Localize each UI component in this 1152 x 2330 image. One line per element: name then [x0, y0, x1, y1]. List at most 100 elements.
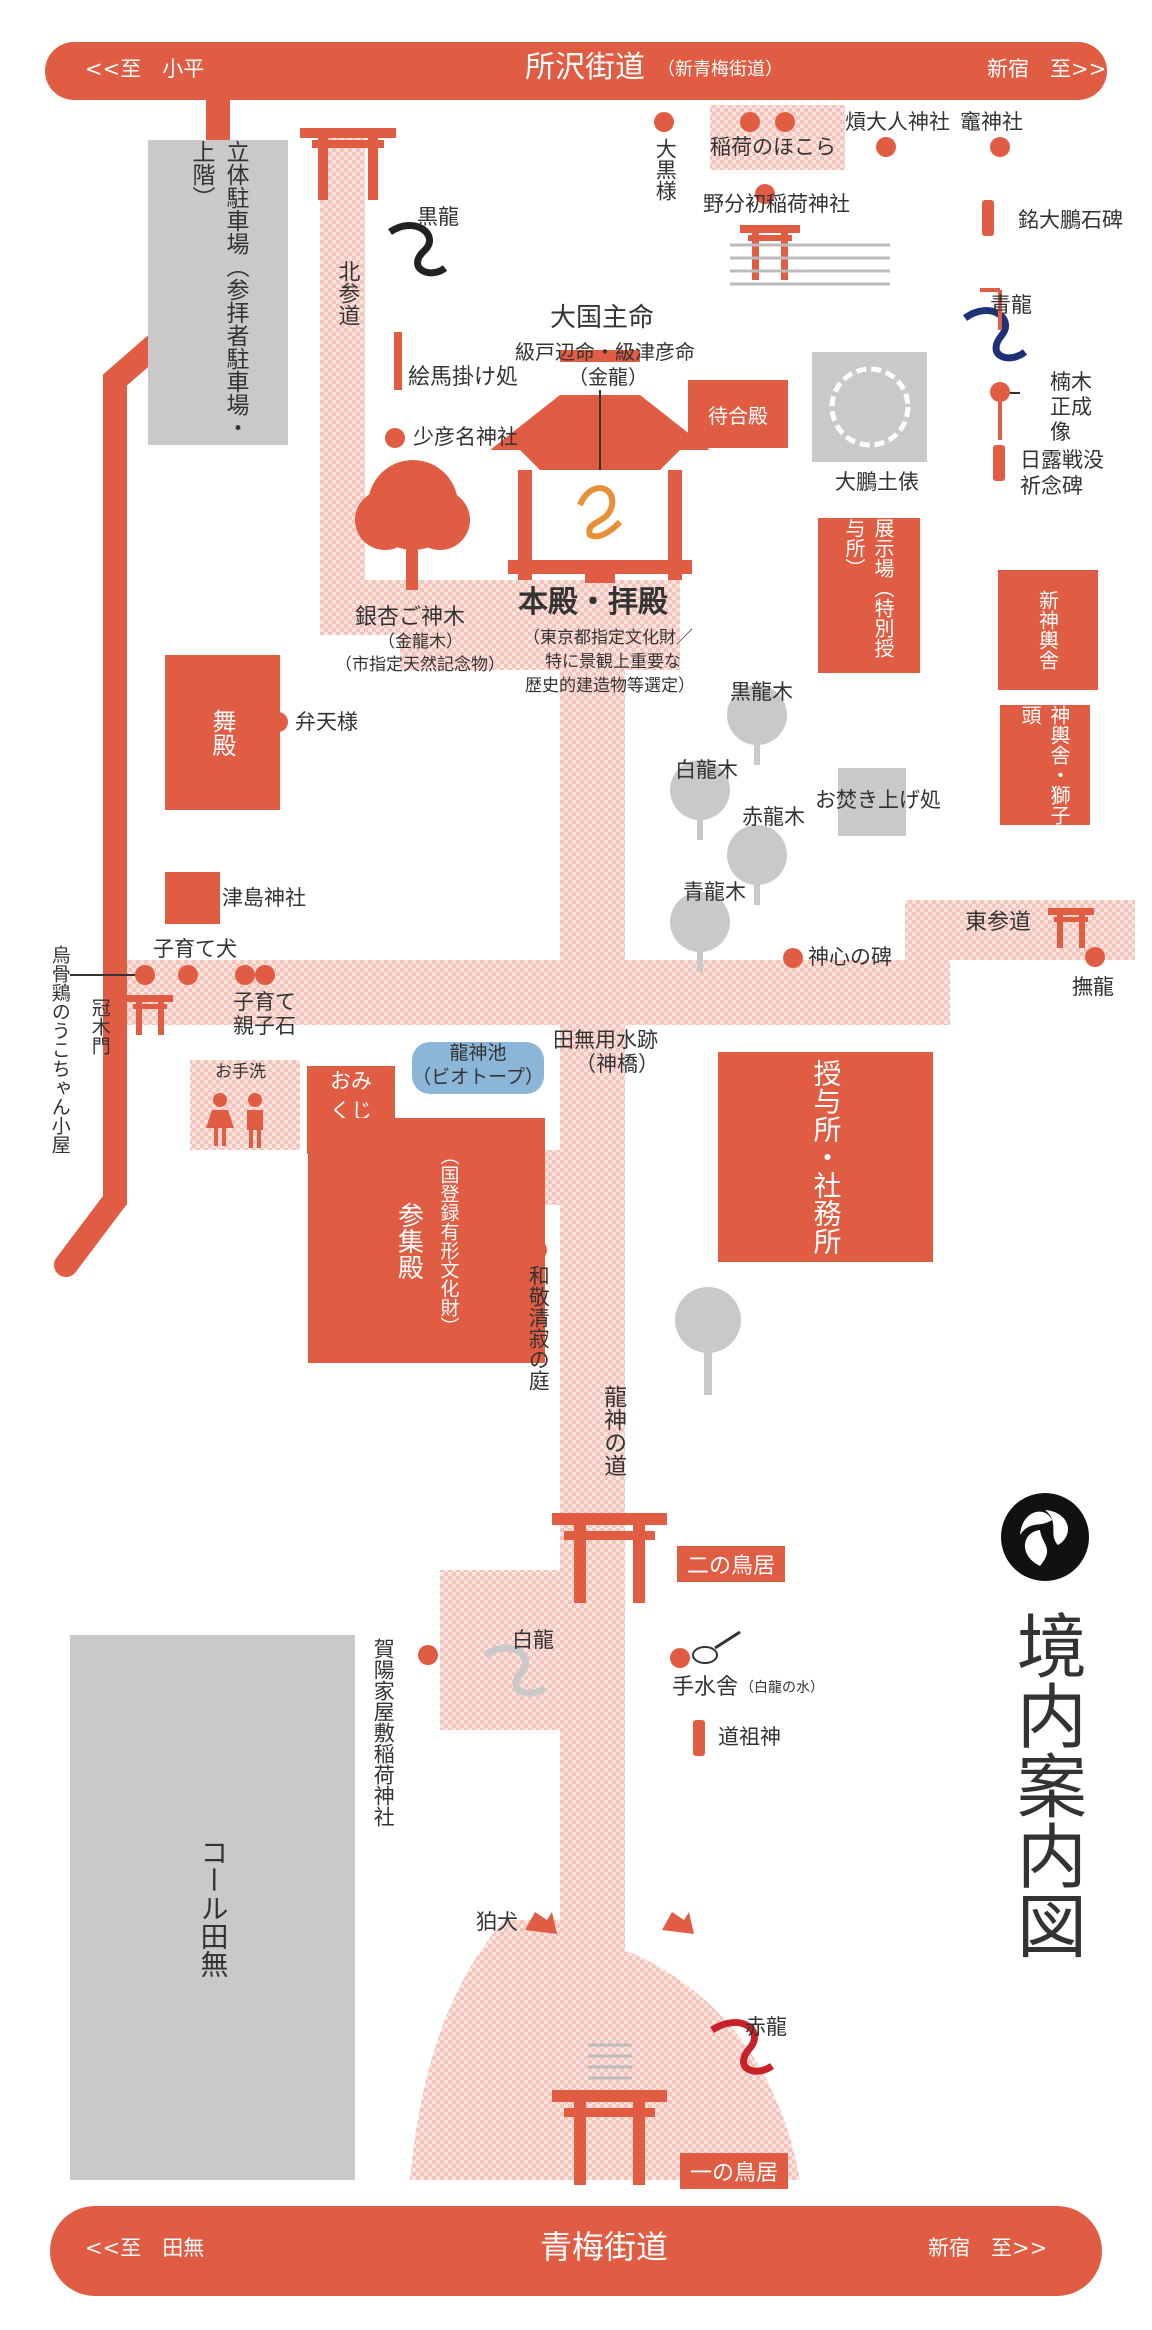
wakei-label: 和敬清寂の庭 — [526, 1265, 551, 1391]
ukokkei-label: 烏骨鶏のうこちゃん小屋 — [48, 945, 71, 1154]
kanmuri-label: 冠木門 — [88, 998, 111, 1055]
water-ladle-icon — [670, 1630, 741, 1668]
coal-label: コール田無 — [196, 1837, 230, 1978]
ryujin-pond: 龍神池 （ビオトープ） — [412, 1042, 544, 1094]
naderyu-label: 撫龍 — [1072, 975, 1114, 999]
icho-sublabel: （金龍木） — [378, 632, 463, 652]
nichiro-label-2: 祈念碑 — [1020, 474, 1083, 498]
seiryuki-label: 青龍木 — [683, 880, 746, 904]
kosodate-oya-marker-1 — [235, 965, 255, 985]
tenjijo-building: 展示場（特別授与所） — [818, 518, 920, 673]
shinshin-label: 神心の碑 — [808, 945, 892, 969]
main-hall-note-2: 特に景観上重要な — [545, 652, 681, 672]
hoshi-marker — [876, 137, 896, 157]
machiai-building: 待合殿 — [688, 380, 788, 448]
pond-sublabel: （ビオトープ） — [412, 1065, 544, 1088]
kayo-label: 賀陽家屋敷稲荷神社 — [371, 1638, 396, 1827]
top-road-subname: （新青梅街道） — [657, 59, 783, 80]
sanshu-label: 参集殿 — [393, 1201, 424, 1280]
inari-label: 稲荷のほこら — [710, 135, 836, 159]
maiden-building: 舞殿 — [165, 655, 280, 810]
icho-note: （市指定天然記念物） — [335, 655, 505, 675]
kusunoki-marker — [990, 382, 1010, 402]
map-title: 境内案内図 — [1005, 1610, 1088, 1960]
bottom-road-right-label: 新宿 至>> — [928, 2236, 1048, 2260]
komainu-icons — [525, 1912, 694, 1934]
ichinotori-label: 一の鳥居 — [680, 2153, 789, 2189]
otearai-label: お手洗 — [215, 1062, 266, 1082]
shinyo-building: 新神輿舎 — [998, 570, 1098, 690]
dosojin-label: 道祖神 — [718, 1725, 781, 1749]
white-dragon-icon — [483, 1644, 548, 1697]
deity-main: 大国主命 — [550, 303, 655, 333]
nowake-label: 野分初稲荷神社 — [703, 192, 850, 216]
kosodate-inu-label: 子育て犬 — [153, 937, 237, 961]
kosodate-oya-marker-2 — [255, 965, 275, 985]
otakiage-label: お焚き上げ処 — [815, 788, 941, 812]
main-hall-note-3: 歴史的建造物等選定） — [525, 676, 695, 696]
deity-secondary: 級戸辺命・級津彦命 — [515, 340, 695, 364]
pond-label: 龍神池 — [449, 1042, 507, 1064]
bottom-road-left-label: <<至 田無 — [85, 2236, 205, 2260]
icho-label: 銀杏ご神木 — [355, 605, 466, 630]
otakiage-area — [838, 768, 906, 836]
tsushima-building — [165, 872, 220, 924]
maiden-label: 舞殿 — [208, 708, 236, 757]
sukuna-marker — [385, 428, 405, 448]
nowake-marker — [755, 184, 775, 204]
parking-structure: 立体駐車場（参拝者駐車場・上階） — [148, 140, 288, 445]
daikoku-label: 大黒様 — [653, 138, 678, 201]
inari-marker-1 — [740, 112, 760, 132]
tenjijo-label: 展示場（特別授与所） — [842, 518, 895, 658]
walkways — [120, 105, 1135, 2180]
sumo-ring-circle — [829, 366, 911, 448]
sanshu-note: （国登録有形文化財） — [437, 1145, 460, 1336]
stairs — [588, 243, 890, 2080]
gray-trees — [670, 685, 787, 1395]
ginkgo-tree — [355, 460, 470, 590]
benten-marker — [268, 712, 288, 732]
ryujin-michi-label: 龍神の道 — [599, 1385, 626, 1477]
top-road-left-label: <<至 小平 — [85, 57, 205, 81]
kamado-marker — [990, 137, 1010, 157]
sanshu-building: 参集殿 （国登録有形文化財） — [308, 1118, 545, 1363]
shishi-building: 神輿舎・獅子頭 — [1000, 705, 1090, 825]
bottom-road: <<至 田無 青梅街道 新宿 至>> — [50, 2206, 1102, 2296]
daikoku-marker — [654, 112, 674, 132]
higashi-label: 東参道 — [965, 910, 1032, 935]
naderyu-marker — [1085, 947, 1105, 967]
hakuryu-label: 白龍 — [512, 1628, 554, 1652]
monument-markers — [394, 200, 1005, 1756]
shishi-label: 神輿舎・獅子頭 — [1018, 705, 1071, 825]
inari-marker-2 — [775, 112, 795, 132]
black-dragon-icon — [388, 222, 448, 277]
shinshin-marker — [783, 948, 803, 968]
tanashi-water-label: 田無用水跡 — [553, 1028, 658, 1052]
kosodate-oya-label-2: 親子石 — [233, 1014, 296, 1038]
hakuryuki-label: 白龍木 — [675, 758, 738, 782]
komainu-label: 狛犬 — [476, 1910, 518, 1934]
kamado-label: 竈神社 — [960, 110, 1023, 134]
meiho-label: 銘大鵬石碑 — [1018, 208, 1123, 232]
main-hall-note-1: （東京都指定文化財／ — [523, 628, 693, 648]
hoshi-label: 熕大人神社 — [845, 110, 950, 134]
sukuna-label: 少彦名神社 — [413, 425, 518, 449]
kosodate-oya-label-1: 子育て — [233, 990, 296, 1014]
deity-golden-dragon: （金龍） — [568, 365, 648, 389]
kokuryuki-label: 黒龍木 — [730, 680, 793, 704]
ninotori-label: 二の鳥居 — [677, 1546, 786, 1582]
sekiryu-label: 赤龍 — [745, 2015, 787, 2039]
tanashi-bridge-label: （神橋） — [575, 1052, 659, 1076]
temizu-label: 手水舎 — [672, 1675, 739, 1700]
benten-label: 弁天様 — [295, 710, 358, 734]
ema-label: 絵馬掛け処 — [408, 365, 519, 390]
temizu-sublabel: （白龍の水） — [740, 1680, 824, 1696]
tsushima-label: 津島神社 — [222, 886, 306, 910]
blue-dragon-icon — [962, 307, 1028, 362]
kosodate-inu-marker — [135, 965, 155, 985]
parking-label: 立体駐車場（参拝者駐車場・上階） — [188, 140, 248, 439]
kokuryu-label: 黒龍 — [417, 205, 459, 229]
taiho-label: 大鵬土俵 — [835, 470, 919, 494]
